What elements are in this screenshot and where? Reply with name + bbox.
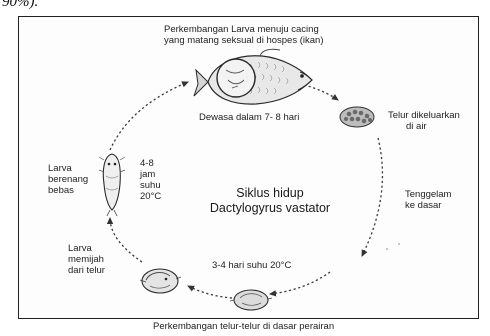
fish-host-illustration	[194, 49, 312, 104]
developing-egg-illustration	[230, 290, 272, 310]
free-swimming-larva-illustration	[99, 154, 125, 216]
label-eggs-line1: Telur dikeluarkan	[388, 110, 460, 121]
arrow-bottom-to-sediment	[270, 272, 330, 294]
label-hatch-line3: dari telur	[68, 265, 105, 276]
label-sink-line2: ke dasar	[405, 200, 441, 211]
print-speck	[398, 243, 400, 245]
label-swim-line3: bebas	[48, 185, 74, 196]
hatching-egg-illustration	[140, 269, 181, 293]
label-bottom: Perkembangan telur-telur di dasar perair…	[153, 321, 334, 332]
label-top-line1: Perkembangan Larva menuju cacing	[164, 24, 319, 35]
label-sink-line1: Tenggelam	[405, 189, 451, 200]
arrow-eggs-to-bottom	[362, 138, 382, 256]
label-hatch-line1: Larva	[68, 243, 92, 254]
label-duration-line3: suhu	[140, 180, 161, 191]
label-swim-line1: Larva	[48, 163, 72, 174]
label-duration-line1: 4-8	[140, 158, 154, 169]
label-swim-line2: berenang	[48, 174, 88, 185]
diagram-title-line2: Dactylogyrus vastator	[188, 201, 352, 216]
egg-cluster-illustration	[340, 107, 374, 127]
arrow-larva-to-fish	[110, 82, 188, 150]
label-eggs-line2: di air	[406, 121, 427, 132]
diagram-title-line1: Siklus hidup	[210, 186, 330, 201]
label-hatch-line2: memijah	[68, 254, 104, 265]
label-duration-line2: jam	[140, 169, 155, 180]
label-incubation: 3-4 hari suhu 20°C	[212, 260, 291, 271]
label-duration-line4: 20°C	[140, 191, 161, 202]
arrow-hatch-to-larva	[110, 218, 142, 262]
arrow-sediment-to-hatch	[188, 286, 232, 298]
label-top-line2: yang matang seksual di hospes (ikan)	[164, 35, 323, 46]
print-speck	[386, 248, 388, 250]
label-adult: Dewasa dalam 7- 8 hari	[199, 112, 299, 123]
